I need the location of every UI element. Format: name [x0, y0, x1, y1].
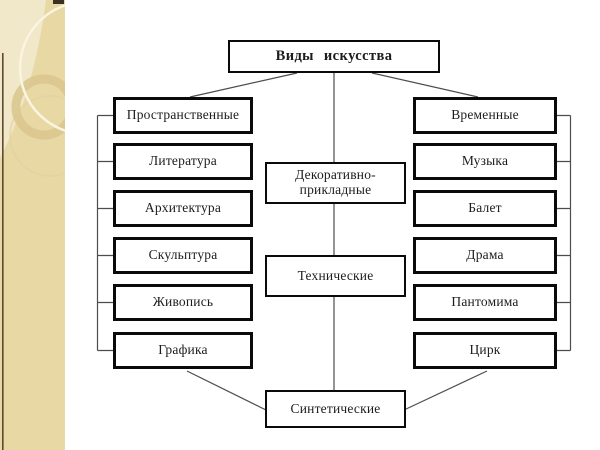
sidebar-edge-line	[2, 53, 4, 450]
sidebar-ornament	[0, 0, 154, 450]
connector-title-to-temporal	[371, 72, 479, 98]
box-label: Пантомима	[451, 294, 519, 310]
connector-title-to-spatial	[189, 72, 298, 98]
box-label: Живопись	[152, 294, 214, 310]
box-ballet: Балет	[413, 190, 557, 227]
box-label: Временные	[451, 107, 519, 123]
box-pantomime: Пантомима	[413, 284, 557, 321]
root-box-label: Виды искусства	[275, 47, 393, 64]
box-graphics: Графика	[113, 332, 253, 369]
box-label: Музыка	[461, 153, 509, 169]
connector-left-rail	[96, 114, 113, 352]
box-literature: Литература	[113, 143, 253, 180]
box-drama: Драма	[413, 237, 557, 274]
box-architecture: Архитектура	[113, 190, 253, 227]
box-decorative-applied: Декоративно-прикладные	[265, 162, 406, 204]
box-technical: Технические	[265, 255, 406, 297]
box-label: Графика	[158, 342, 208, 358]
box-label: Цирк	[469, 342, 501, 358]
box-label: Балет	[468, 200, 502, 216]
sidebar-top-notch	[53, 0, 64, 4]
box-synthetic: Синтетические	[265, 390, 406, 428]
connector-right-rail	[557, 114, 572, 352]
box-label: Архитектура	[144, 200, 222, 216]
box-label: Синтетические	[290, 400, 381, 416]
box-painting: Живопись	[113, 284, 253, 321]
box-label: Драма	[466, 247, 504, 263]
root-box: Виды искусства	[228, 40, 440, 73]
box-label: Пространственные	[126, 107, 240, 123]
sidebar-decoration	[0, 0, 154, 450]
connector-graphics-to-synthetic	[186, 370, 267, 411]
box-music: Музыка	[413, 143, 557, 180]
box-circus: Цирк	[413, 332, 557, 369]
box-sculpture: Скульптура	[113, 237, 253, 274]
box-label: Скульптура	[148, 247, 218, 263]
box-label: Декоративно-прикладные	[295, 167, 376, 197]
sidebar-light-corner	[0, 0, 46, 158]
box-label: Технические	[297, 267, 374, 283]
box-spatial-header: Пространственные	[113, 97, 253, 134]
box-label: Литература	[149, 153, 217, 169]
connector-circus-to-synthetic	[403, 370, 488, 411]
box-temporal-header: Временные	[413, 97, 557, 134]
